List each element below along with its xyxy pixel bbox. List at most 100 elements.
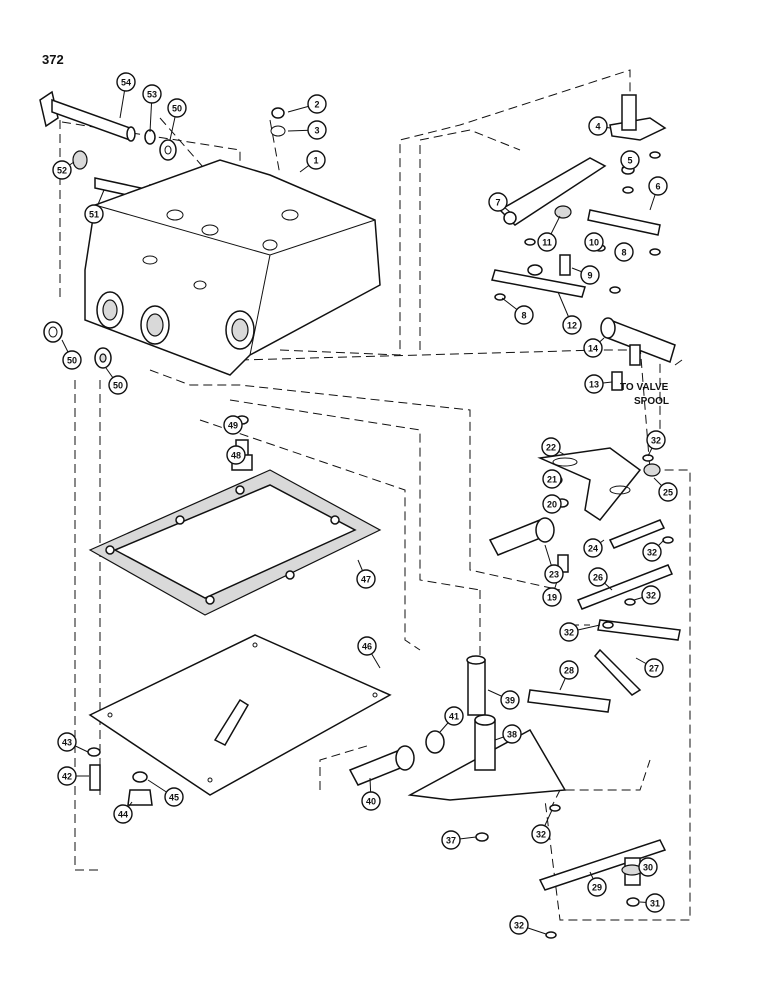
callout-circle <box>658 482 678 502</box>
callout-circle <box>648 176 668 196</box>
part-25-bushing <box>643 463 661 477</box>
note-line-2: SPOOL <box>634 396 669 407</box>
callout-48: 48 <box>226 445 246 465</box>
callout-31: 31 <box>645 893 665 913</box>
part-42-bolt <box>89 764 101 791</box>
callout-number: 2 <box>314 100 319 110</box>
callout-39: 39 <box>500 690 520 710</box>
callout-circle <box>646 430 666 450</box>
callout-circle <box>84 204 104 224</box>
callout-25: 25 <box>658 482 678 502</box>
callout-number: 50 <box>113 381 123 391</box>
callout-23: 23 <box>544 564 564 584</box>
callout-circle <box>559 622 579 642</box>
callout-circle <box>509 915 529 935</box>
callout-49: 49 <box>223 415 243 435</box>
callout-circle <box>226 445 246 465</box>
part-47-gasket <box>88 469 382 616</box>
callout-41: 41 <box>444 706 464 726</box>
part-43-washer <box>87 747 101 757</box>
callout-circle <box>642 542 662 562</box>
callout-3: 3 <box>307 120 327 140</box>
callout-circle <box>542 587 562 607</box>
callout-circle <box>514 305 534 325</box>
part-2-nut <box>271 107 285 119</box>
callout-32: 32 <box>641 585 661 605</box>
part-11-nut <box>554 205 572 219</box>
callout-number: 32 <box>646 591 656 601</box>
callout-circle <box>588 567 608 587</box>
callout-32: 32 <box>646 430 666 450</box>
callout-circle <box>444 706 464 726</box>
callout-26: 26 <box>588 567 608 587</box>
callout-circle <box>502 724 522 744</box>
callout-number: 24 <box>588 544 598 554</box>
callout-circle <box>113 804 133 824</box>
callout-number: 20 <box>547 500 557 510</box>
callout-circle <box>57 766 77 786</box>
callout-2: 2 <box>307 94 327 114</box>
callout-number: 42 <box>62 772 72 782</box>
part-14-shaft <box>600 317 676 366</box>
callout-12: 12 <box>562 315 582 335</box>
callout-number: 22 <box>546 443 556 453</box>
callout-number: 21 <box>547 475 557 485</box>
part-41-collar <box>425 730 445 754</box>
callout-circle <box>488 192 508 212</box>
callout-number: 48 <box>231 451 241 461</box>
callout-43: 43 <box>57 732 77 752</box>
callout-circle <box>116 72 136 92</box>
callout-51: 51 <box>84 204 104 224</box>
callout-number: 54 <box>121 78 131 88</box>
callout-circle <box>641 585 661 605</box>
callout-circle <box>537 232 557 252</box>
callout-8: 8 <box>514 305 534 325</box>
callout-19: 19 <box>542 587 562 607</box>
callout-number: 32 <box>536 830 546 840</box>
callout-circle <box>583 338 603 358</box>
callout-number: 13 <box>589 380 599 390</box>
part-53-washer <box>144 129 156 145</box>
callout-circle <box>52 160 72 180</box>
callout-number: 32 <box>647 548 657 558</box>
callout-52: 52 <box>52 160 72 180</box>
callout-number: 43 <box>62 738 72 748</box>
callout-54: 54 <box>116 72 136 92</box>
callout-circle <box>307 120 327 140</box>
callout-42: 42 <box>57 766 77 786</box>
callout-9: 9 <box>580 265 600 285</box>
callout-number: 29 <box>592 883 602 893</box>
page-number: 372 <box>42 52 64 67</box>
callout-circle <box>306 150 326 170</box>
callout-number: 32 <box>564 628 574 638</box>
callout-circle <box>583 538 603 558</box>
callout-circle <box>541 437 561 457</box>
callout-20: 20 <box>542 494 562 514</box>
callout-number: 27 <box>649 664 659 674</box>
callout-number: 41 <box>449 712 459 722</box>
callout-number: 37 <box>446 836 456 846</box>
callout-number: 7 <box>495 198 500 208</box>
part-9-bolt <box>559 254 571 276</box>
callout-circle <box>587 877 607 897</box>
callout-circle <box>645 893 665 913</box>
part-31-washer <box>626 897 640 907</box>
callout-circle <box>559 660 579 680</box>
callout-7: 7 <box>488 192 508 212</box>
callout-number: 47 <box>361 575 371 585</box>
note-to-valve-spool: TO VALVE SPOOL <box>620 359 683 407</box>
callout-circle <box>357 636 377 656</box>
part-50-washer-left-1 <box>43 321 63 343</box>
part-29-link <box>538 839 667 891</box>
callout-circle <box>584 374 604 394</box>
part-52-washer <box>72 150 88 170</box>
callout-circle <box>62 350 82 370</box>
callout-30: 30 <box>638 857 658 877</box>
callout-number: 50 <box>172 104 182 114</box>
callout-number: 14 <box>588 344 598 354</box>
part-44-nut <box>127 789 153 806</box>
callout-47: 47 <box>356 569 376 589</box>
callout-circle <box>361 791 381 811</box>
callout-number: 46 <box>362 642 372 652</box>
